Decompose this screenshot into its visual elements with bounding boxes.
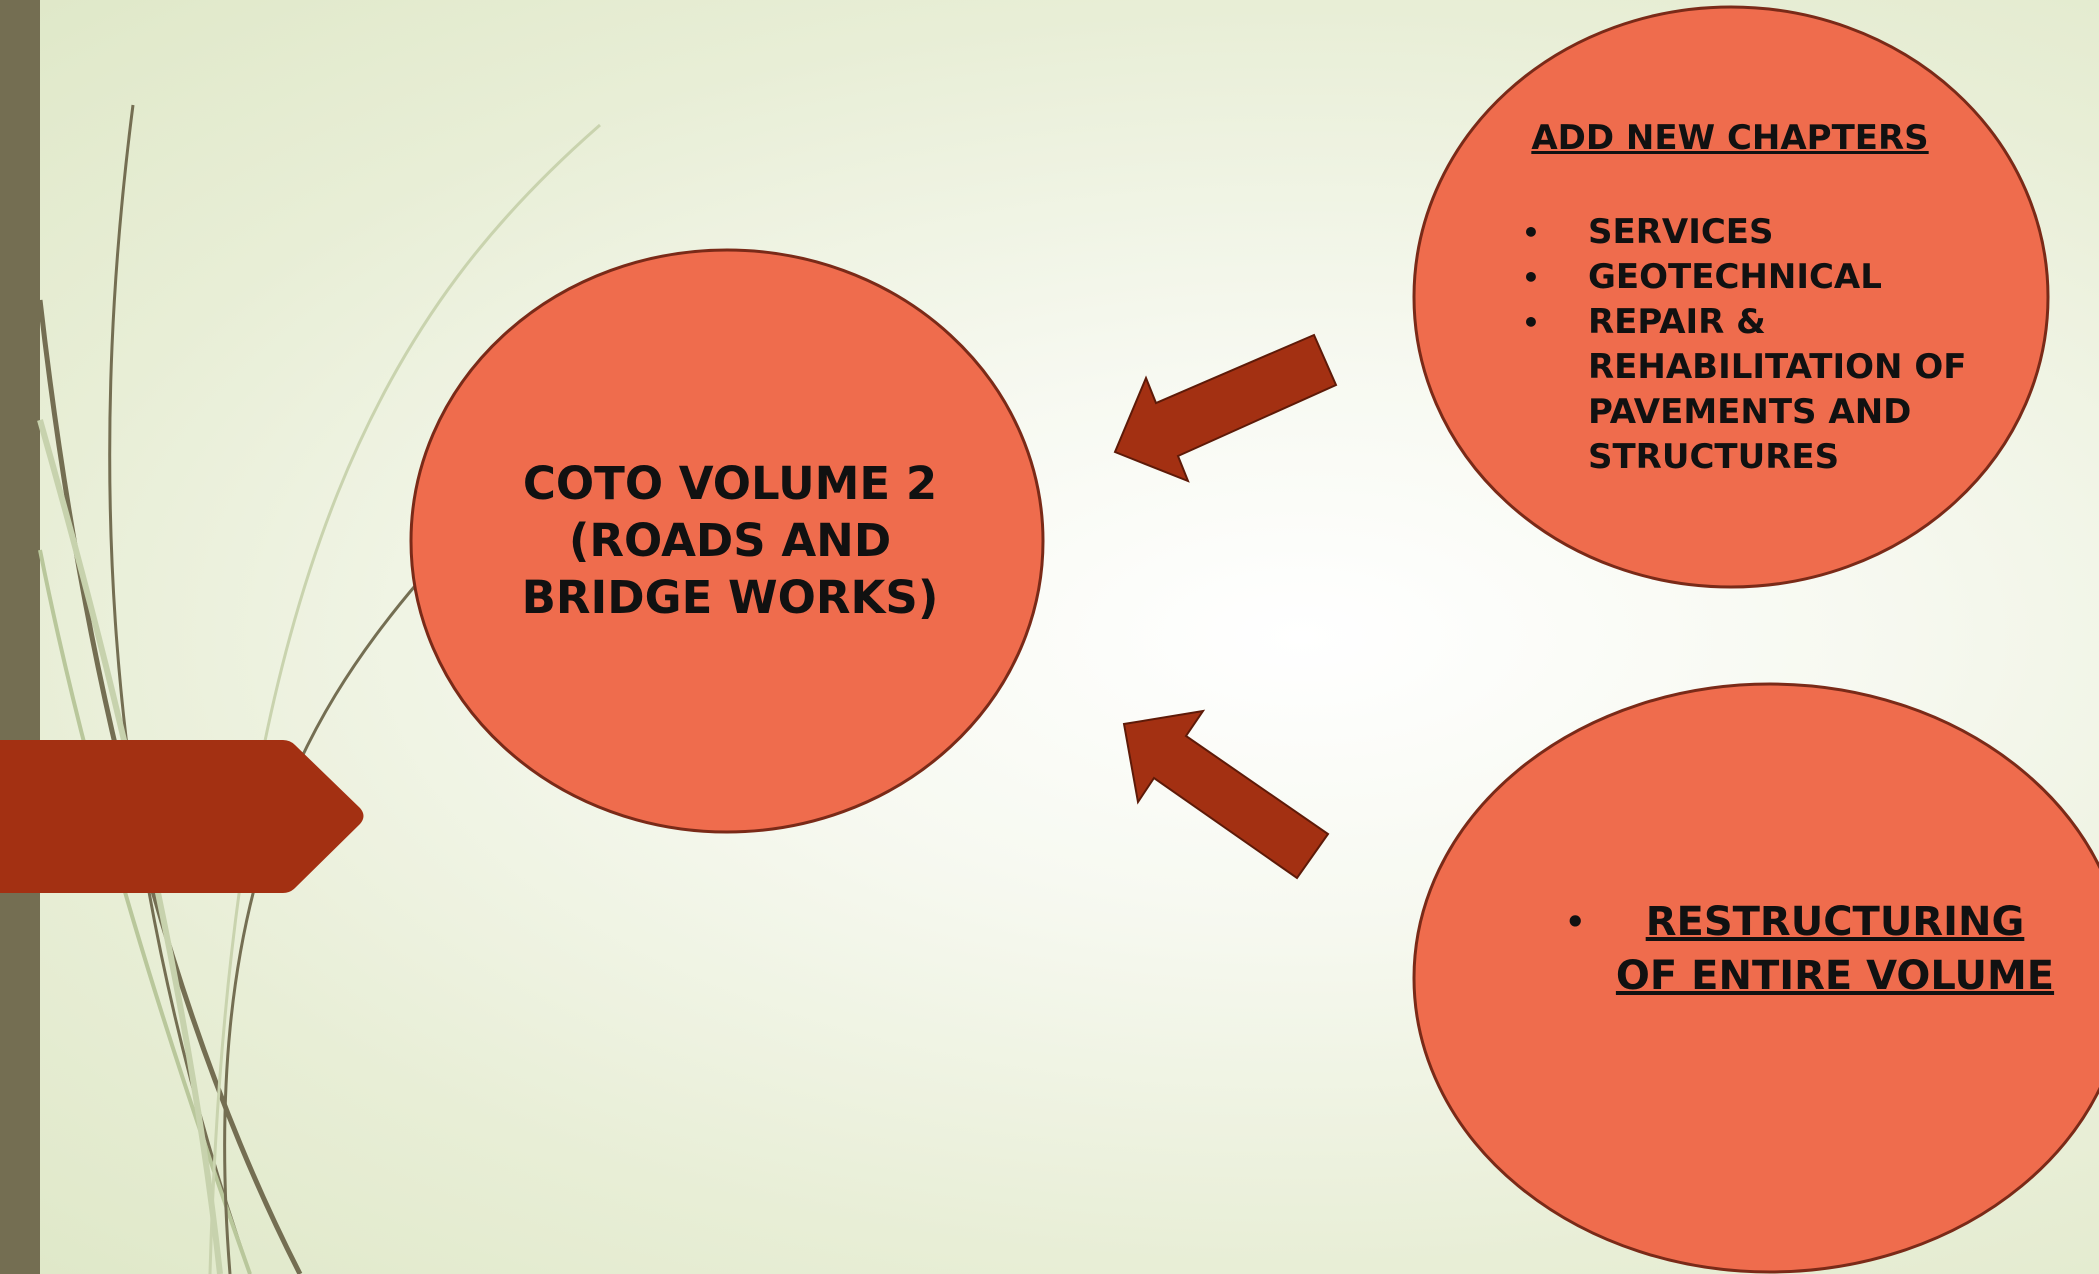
chapter-list: • SERVICES • GEOTECHNICAL • REPAIR & REH… (1500, 210, 2020, 480)
restructuring-label: RESTRUCTURING OF ENTIRE VOLUME (1615, 899, 2055, 999)
bullet-icon: • (1522, 306, 1540, 339)
left-accent-bar (0, 0, 40, 1274)
list-item: • REPAIR & REHABILITATION OF PAVEMENTS A… (1500, 300, 2020, 480)
bottom-right-circle (1412, 682, 2099, 1274)
section-tab-shape (0, 740, 364, 893)
list-item: • SERVICES (1500, 210, 2020, 255)
top-right-circle (1412, 5, 2050, 589)
arrow-bottom-to-center (1122, 709, 1330, 880)
center-circle (409, 248, 1045, 834)
arrow-top-to-center (1113, 333, 1338, 483)
center-circle-title: COTO VOLUME 2 (ROADS AND BRIDGE WORKS) (521, 457, 939, 624)
top-right-content: ADD NEW CHAPTERS • SERVICES • GEOTECHNIC… (1500, 118, 2020, 480)
list-item-label: REPAIR & REHABILITATION OF PAVEMENTS AND… (1588, 302, 1967, 477)
list-item: • GEOTECHNICAL (1500, 255, 2020, 300)
bullet-icon: • (1522, 261, 1540, 294)
bottom-right-content: • RESTRUCTURING OF ENTIRE VOLUME (1545, 895, 2055, 1003)
list-item: • RESTRUCTURING OF ENTIRE VOLUME (1545, 895, 2055, 1003)
list-item-label: SERVICES (1588, 212, 1774, 252)
bullet-icon: • (1522, 216, 1540, 249)
list-item-label: GEOTECHNICAL (1588, 257, 1882, 297)
bullet-icon: • (1565, 903, 1586, 941)
top-right-heading: ADD NEW CHAPTERS (1531, 118, 1929, 158)
